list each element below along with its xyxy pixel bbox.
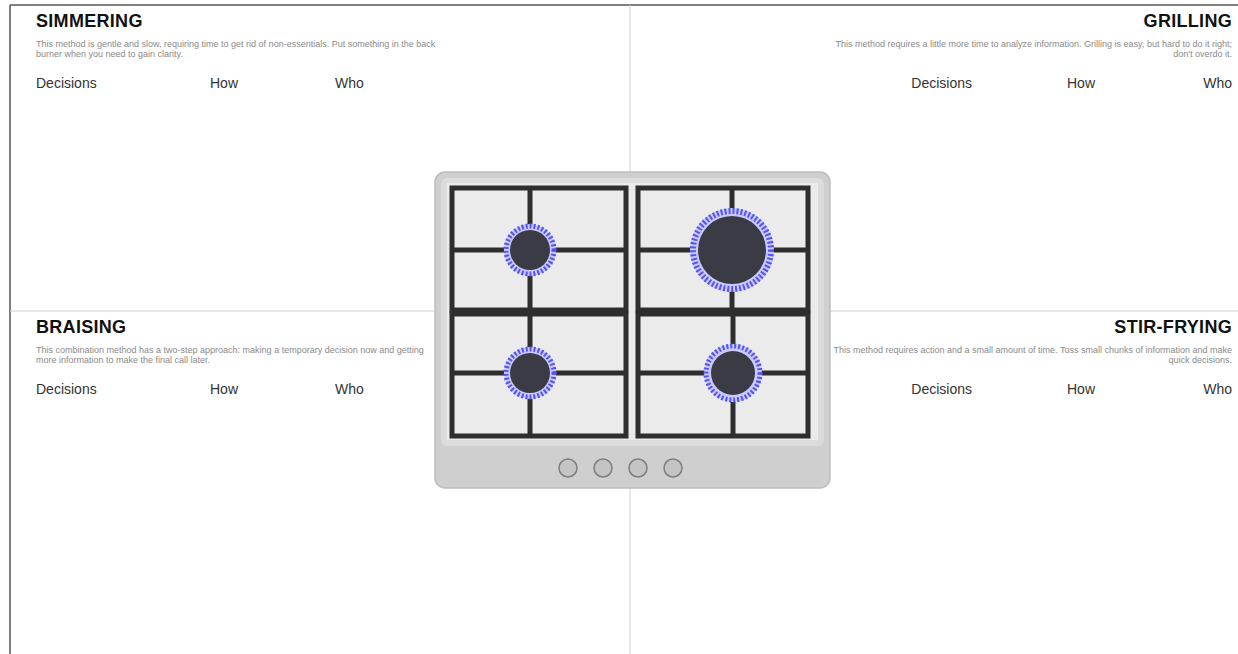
- frame-line: [10, 4, 1238, 6]
- stove-illustration: [435, 172, 830, 488]
- column-header: How: [1067, 75, 1095, 91]
- method-description: This method requires action and a small …: [832, 345, 1232, 365]
- column-header: Who: [335, 75, 364, 91]
- column-header: Decisions: [911, 381, 972, 397]
- quadrant-title: BRAISING: [36, 317, 126, 338]
- column-header: Who: [335, 381, 364, 397]
- column-header: How: [210, 75, 238, 91]
- method-quadrant: SIMMERING This method is gentle and slow,…: [10, 5, 630, 311]
- stove-knob: [559, 459, 682, 477]
- column-header: How: [210, 381, 238, 397]
- quadrant-title: GRILLING: [1144, 11, 1232, 32]
- burner-flame: [504, 208, 774, 402]
- method-description: This combination method has a two-step a…: [36, 345, 436, 365]
- column-header: Decisions: [911, 75, 972, 91]
- column-header: Decisions: [36, 381, 97, 397]
- method-description: This method requires a little more time …: [832, 39, 1232, 59]
- quadrant-title: SIMMERING: [36, 11, 143, 32]
- column-header: Who: [1203, 381, 1232, 397]
- method-description: This method is gentle and slow, requirin…: [36, 39, 436, 59]
- column-header: How: [1067, 381, 1095, 397]
- column-header: Who: [1203, 75, 1232, 91]
- quadrant-title: STIR-FRYING: [1114, 317, 1232, 338]
- method-quadrant: GRILLING This method requires a little mo…: [630, 5, 1238, 311]
- frame-line: [9, 5, 11, 654]
- column-header: Decisions: [36, 75, 97, 91]
- method-quadrant: STIR-FRYING This method requires action a…: [630, 311, 1238, 654]
- method-quadrant: BRAISING This combination method has a tw…: [10, 311, 630, 654]
